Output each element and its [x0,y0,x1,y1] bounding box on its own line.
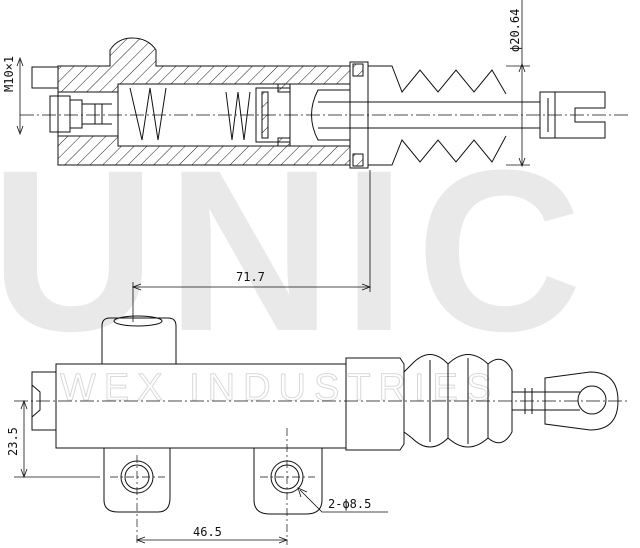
hole-spacing-dimension [135,536,289,544]
overall-dimension [131,170,372,322]
inlet-top [113,315,163,327]
inlet-tower [101,317,177,364]
hole-leader [297,487,388,513]
thread-dimension [16,56,24,136]
hole-spacing-label: 46.5 [193,525,222,539]
bore-label: ϕ20.64 [508,9,522,52]
bleed-fitting [49,95,83,133]
side-push-rod [512,391,580,411]
push-rod [318,101,540,129]
piston-cup-top [277,83,291,93]
side-boot [403,354,513,448]
inlet-bore [57,91,119,137]
bore-dimension [506,0,530,168]
retainer-clip-top [352,63,364,77]
thread-label: M10×1 [2,56,16,92]
retainer-clip-bottom [352,153,364,167]
holes-label: 2-ϕ8.5 [328,497,371,511]
boot-top [368,65,507,95]
flange-right [253,448,323,515]
overall-label: 71.7 [236,270,265,284]
outlet-port [31,66,59,89]
boot-bottom [368,135,507,166]
fitting-thread [82,103,112,125]
height-dimension [14,399,100,479]
height-label: 23.5 [6,427,20,456]
clevis [539,91,606,139]
rod-eye-hole [577,385,607,415]
spring-right [225,91,251,141]
watermark-company: WEX INDUSTRIES [60,367,499,409]
flange-left [103,448,171,513]
side-retainer [345,357,405,451]
boot-folds [429,358,489,444]
piston-cup-bottom [277,137,291,147]
spring-left [129,87,167,141]
